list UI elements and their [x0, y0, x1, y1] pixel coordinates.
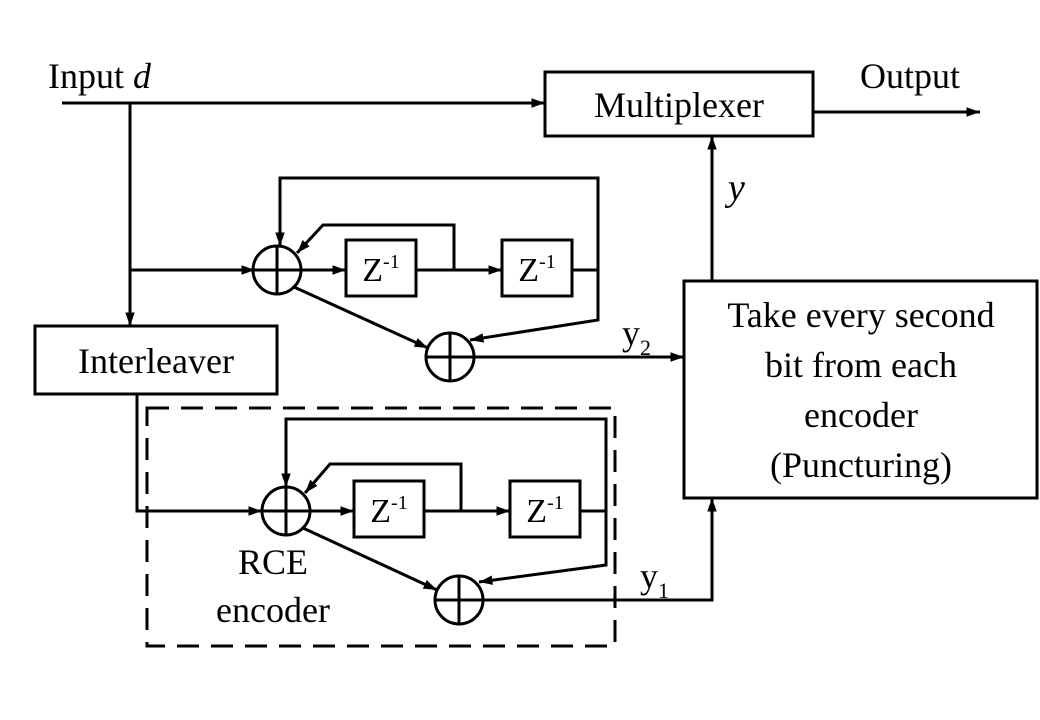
output-label: Output: [860, 56, 960, 96]
upper-delay-2: Z-1: [500, 238, 574, 298]
upper-encoder: Z-1 Z-1: [251, 176, 684, 383]
puncturing-line-4: (Puncturing): [770, 445, 952, 485]
svg-text:Z-1: Z-1: [526, 492, 563, 530]
puncturing-line-1: Take every second: [727, 295, 994, 335]
puncturing-block: Take every second bit from each encoder …: [682, 279, 1039, 500]
interleaver-block: Interleaver: [33, 324, 279, 396]
y2-label: y2: [622, 313, 651, 360]
input-label: Input d: [48, 56, 152, 96]
interleaver-output-wire: [135, 394, 262, 516]
multiplexer-block: Multiplexer: [543, 70, 815, 138]
y1-label: y1: [640, 556, 669, 603]
lower-output-adder: [433, 574, 485, 626]
lower-delay-2: Z-1: [508, 479, 582, 539]
y1-wire: [483, 498, 717, 602]
svg-text:Z-1: Z-1: [362, 251, 399, 289]
svg-text:Z-1: Z-1: [370, 492, 407, 530]
upper-output-adder: [424, 331, 476, 383]
upper-delay-1: Z-1: [344, 238, 418, 298]
multiplexer-label: Multiplexer: [594, 85, 764, 125]
rce-encoder-label-line2: encoder: [216, 590, 330, 630]
lower-delay-1: Z-1: [352, 479, 426, 539]
puncturing-line-2: bit from each: [765, 345, 957, 385]
rce-encoder-frame: [145, 406, 617, 648]
svg-text:Z-1: Z-1: [518, 251, 555, 289]
y-label: y: [724, 167, 745, 209]
rce-encoder-label: RCE: [238, 542, 308, 582]
interleaver-label: Interleaver: [78, 341, 234, 381]
upper-input-adder: [251, 244, 303, 296]
puncturing-line-3: encoder: [804, 395, 918, 435]
lower-input-adder: [260, 485, 312, 537]
lower-encoder: Z-1 Z-1: [260, 417, 717, 626]
